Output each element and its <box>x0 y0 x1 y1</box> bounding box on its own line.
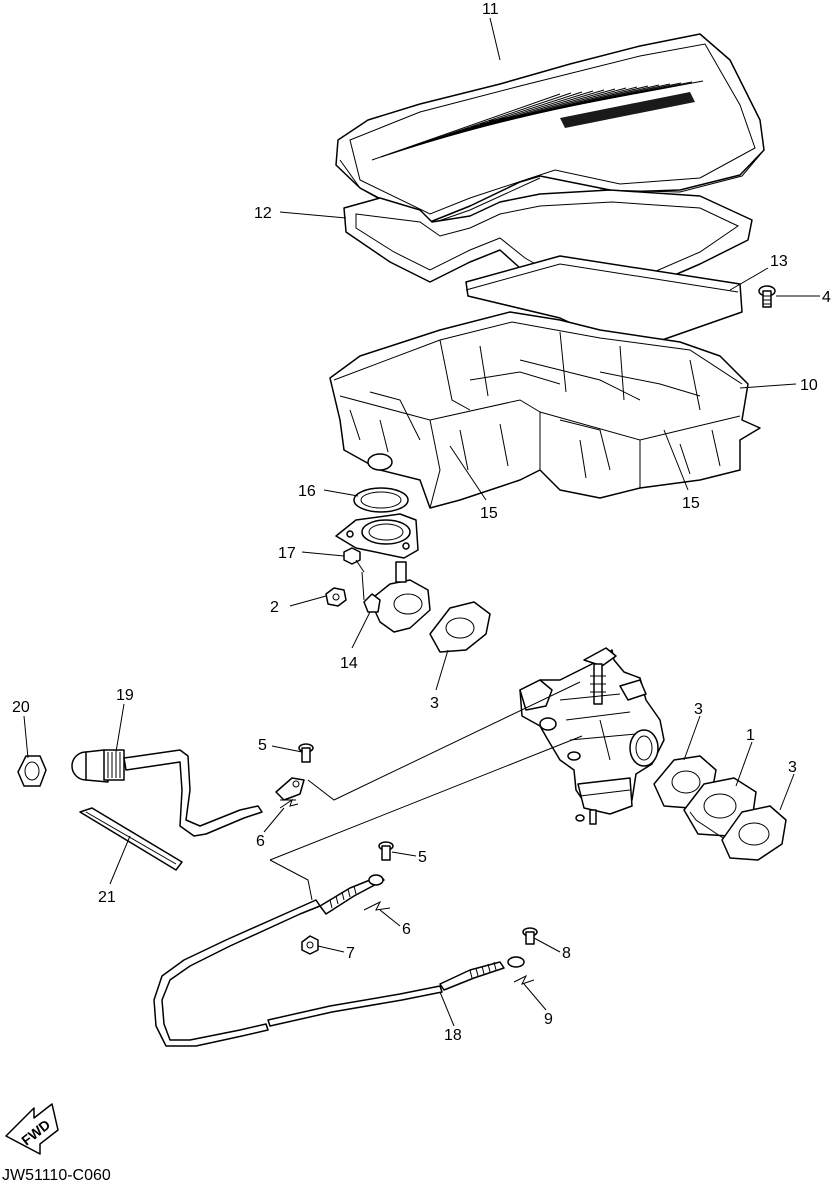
callout-9: 9 <box>544 1011 553 1028</box>
callout-3b: 3 <box>694 701 703 718</box>
part-10-filter-case <box>329 311 761 509</box>
part-3-gasket-a <box>429 601 491 653</box>
callout-20: 20 <box>12 699 30 716</box>
callout-4: 4 <box>822 289 831 306</box>
callout-12: 12 <box>254 205 272 222</box>
cable-end-1 <box>275 777 305 801</box>
part-6-clip-b <box>363 900 391 911</box>
callout-3a: 3 <box>430 695 439 712</box>
callout-14: 14 <box>340 655 358 672</box>
part-6-clip-a <box>279 798 299 809</box>
callout-5a: 5 <box>258 737 267 754</box>
callout-labels: 11 12 13 4 10 15 15 16 17 2 14 3 20 19 5… <box>12 1 831 1044</box>
part-21-cable-tie <box>79 807 183 871</box>
part-9-clip <box>513 974 535 985</box>
part-4-screw <box>758 285 776 308</box>
callout-15b: 15 <box>682 495 700 512</box>
callout-8: 8 <box>562 945 571 962</box>
callout-15a: 15 <box>480 505 498 522</box>
part-11-filter-cover <box>335 33 765 225</box>
fwd-arrow-icon: FWD <box>5 1103 59 1155</box>
callout-5b: 5 <box>418 849 427 866</box>
cover-rib <box>488 80 704 122</box>
part-5-bolt-a <box>298 743 314 763</box>
callout-13: 13 <box>770 253 788 270</box>
diagram-code: JW51110-C060 <box>2 1167 111 1184</box>
assembly-lines <box>269 559 583 901</box>
part-14-joint <box>361 561 431 633</box>
callout-1: 1 <box>746 727 755 744</box>
part-7-nut <box>301 935 319 955</box>
part-16-o-ring <box>353 487 409 513</box>
callout-6b: 6 <box>402 921 411 938</box>
callout-6a: 6 <box>256 833 265 850</box>
part-8-bolt <box>522 927 538 945</box>
callout-17: 17 <box>278 545 296 562</box>
callout-3c: 3 <box>788 759 797 776</box>
part-3-gasket-c <box>721 805 787 861</box>
callout-21: 21 <box>98 889 116 906</box>
part-2-nut <box>325 587 347 607</box>
carburetor <box>519 647 665 825</box>
callout-11: 11 <box>482 1 499 18</box>
callout-18: 18 <box>444 1027 462 1044</box>
joint-plate <box>335 513 419 559</box>
callout-10: 10 <box>800 377 818 394</box>
callout-7: 7 <box>346 945 355 962</box>
part-20-nut <box>17 755 47 787</box>
leader-lines <box>23 17 820 1027</box>
callout-2: 2 <box>270 599 279 616</box>
callout-16: 16 <box>298 483 316 500</box>
part-18-throttle-cable <box>153 874 525 1047</box>
part-19-choke-cable <box>71 749 296 837</box>
callout-19: 19 <box>116 687 134 704</box>
part-5-bolt-b <box>378 841 394 861</box>
